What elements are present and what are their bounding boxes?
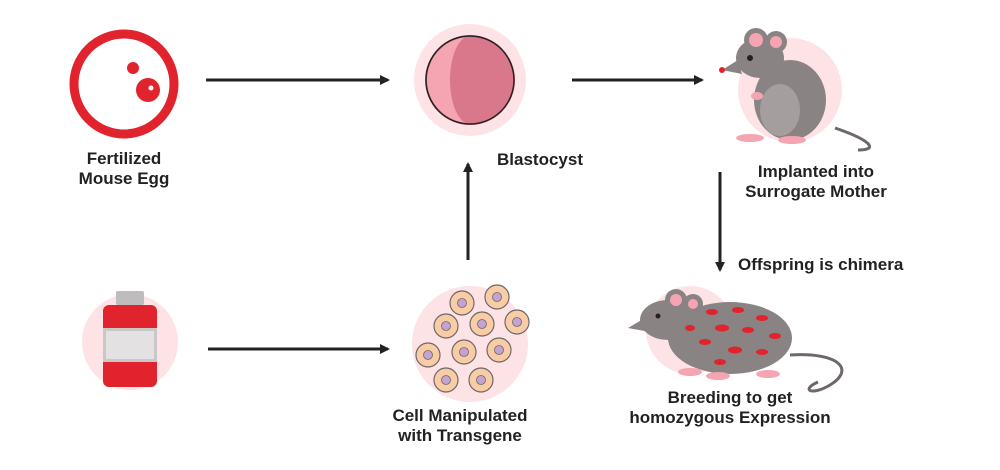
label-implanted: Implanted into Surrogate Mother — [745, 162, 887, 201]
label-blastocyst: Blastocyst — [497, 150, 583, 169]
chimera-mouse-icon — [628, 286, 844, 393]
label-breeding: Breeding to get homozygous Expression — [629, 388, 831, 427]
blastocyst-icon — [414, 24, 526, 136]
surrogate-mouse-icon — [719, 28, 872, 152]
label-cell-manipulated: Cell Manipulated with Transgene — [392, 406, 528, 445]
label-fertilized-egg: Fertilized Mouse Egg — [78, 149, 170, 188]
egg-cell-icon — [69, 29, 179, 139]
reagent-bottle-icon — [82, 291, 178, 390]
cell-cluster-icon — [412, 284, 530, 402]
label-offspring-chimera: Offspring is chimera — [738, 255, 904, 274]
